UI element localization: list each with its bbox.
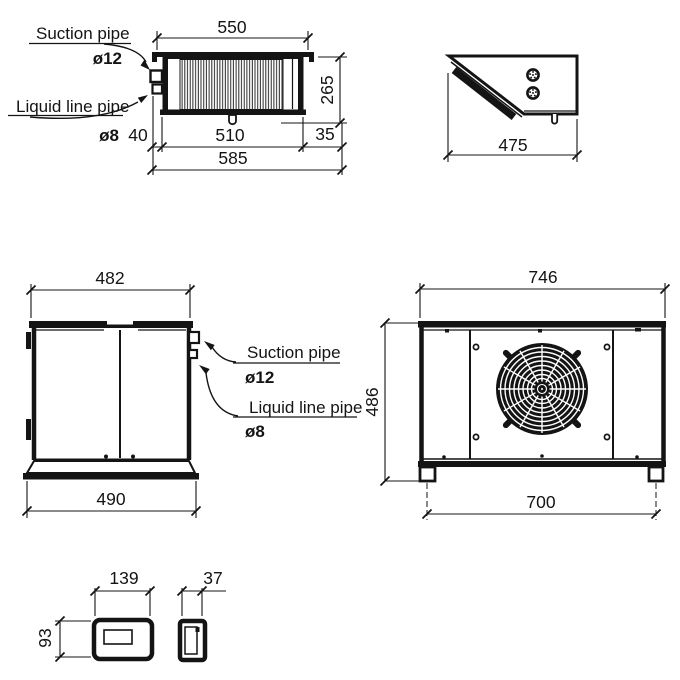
dim-front-height: 486 <box>362 387 382 416</box>
screw-dot <box>472 433 480 441</box>
liquid-pipe-stub <box>187 348 199 360</box>
dim-controller-height: 93 <box>35 628 55 647</box>
dim-controller-width: 139 <box>109 568 138 588</box>
foot-right <box>647 465 665 483</box>
top-view-front-bar <box>160 109 306 115</box>
dim-total-width: 585 <box>218 148 247 168</box>
slant-coil-band <box>451 67 517 120</box>
flange-end-cap <box>309 57 314 62</box>
front-view: 746 486 <box>362 267 671 520</box>
screw-dot <box>635 455 639 459</box>
slant-panel-edge <box>450 61 523 118</box>
dim-side-top-width: 482 <box>95 268 124 288</box>
dim-feet-span: 700 <box>526 492 555 512</box>
fan-grille-icon <box>496 343 588 435</box>
suction-pipe-diameter: ø12 <box>245 368 274 387</box>
suction-pipe-label: Suction pipe <box>36 24 130 43</box>
drain-stub <box>551 114 559 125</box>
liquid-pipe-diameter: ø8 <box>245 422 265 441</box>
screw-dot <box>442 455 446 459</box>
hinge-tab <box>26 419 31 440</box>
screw-dot <box>472 343 480 351</box>
leader-line <box>103 43 147 63</box>
controller-side-slot <box>184 626 198 655</box>
suction-pipe-diameter: ø12 <box>93 49 122 68</box>
top-view: 550 265 40 510 35 <box>8 17 348 176</box>
pipe-flange-top <box>526 68 540 82</box>
joint-mark <box>538 329 542 333</box>
suction-pipe-label: Suction pipe <box>247 343 341 362</box>
leader-line <box>29 101 139 119</box>
screw-dot <box>104 454 108 459</box>
dim-controller-depth: 37 <box>203 568 222 588</box>
dim-depth: 265 <box>317 75 337 104</box>
leader-arrow <box>199 365 210 375</box>
dim-offset-right: 35 <box>315 124 334 144</box>
dim-offset-left: 40 <box>128 125 148 145</box>
foot-left <box>418 465 437 483</box>
leader-arrow <box>140 59 150 70</box>
leader-line <box>211 346 237 363</box>
screw-dot <box>603 433 611 441</box>
liquid-pipe-stub <box>151 83 164 95</box>
suction-pipe-stub <box>149 69 164 84</box>
front-bottom-band <box>418 461 666 467</box>
liquid-pipe-diameter: ø8 <box>99 126 119 145</box>
dim-top-width: 550 <box>217 17 246 37</box>
dim-coil-width: 510 <box>215 125 244 145</box>
suction-pipe-stub <box>187 330 201 345</box>
drain-stub <box>228 114 237 126</box>
top-view-rear-flange <box>152 52 314 57</box>
profile-view: 475 <box>442 54 583 162</box>
slot-tab <box>195 627 200 632</box>
liquid-line-pipe-label: Liquid line pipe <box>249 398 362 417</box>
condenser-coil-hatch <box>179 59 284 110</box>
liquid-line-pipe-label: Liquid line pipe <box>16 97 129 116</box>
screw-dot <box>540 454 544 458</box>
hinge-tab <box>26 332 31 349</box>
leader-arrow <box>137 95 148 103</box>
base-skirt <box>25 460 197 474</box>
controller-views: 139 93 37 <box>35 568 226 663</box>
screw-dot <box>131 454 135 459</box>
joint-mark <box>635 328 641 332</box>
side-view: 482 Suction pipe ø12 Liquid line pipe ø8 <box>21 268 362 518</box>
front-top-bar <box>418 321 666 328</box>
dim-profile-depth: 475 <box>498 135 527 155</box>
flange-end-cap <box>152 57 157 62</box>
base-band <box>23 473 199 480</box>
profile-outline <box>444 54 579 116</box>
joint-mark <box>445 329 449 333</box>
dim-front-width: 746 <box>528 267 557 287</box>
controller-display <box>103 629 133 645</box>
pipe-flange-bottom <box>526 86 540 100</box>
leader-line <box>205 372 239 417</box>
dim-side-base-width: 490 <box>96 489 125 509</box>
screw-dot <box>603 343 611 351</box>
